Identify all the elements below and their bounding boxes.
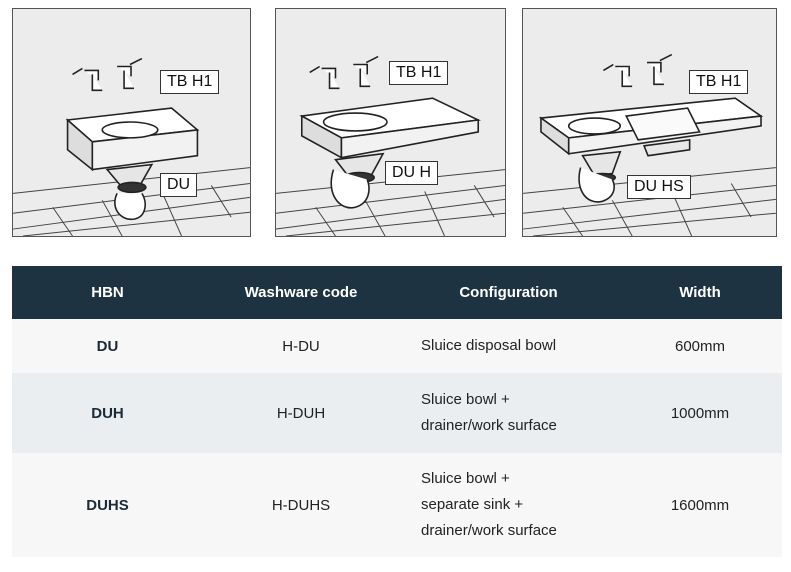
config-line: drainer/work surface: [421, 417, 557, 434]
table-row: DUH H-DUH Sluice bowl + drainer/work sur…: [12, 373, 782, 453]
tap-label: TB H1: [689, 70, 749, 94]
unit-label: DU H: [385, 161, 439, 185]
header-width: Width: [618, 266, 782, 319]
table-row: DUHS H-DUHS Sluice bowl + separate sink …: [12, 453, 782, 557]
illustration-duhs: TB H1 DU HS: [522, 8, 777, 237]
table-row: DU H-DU Sluice disposal bowl 600mm: [12, 319, 782, 373]
cell-width: 600mm: [618, 319, 782, 373]
header-configuration: Configuration: [399, 266, 618, 319]
header-hbn: HBN: [12, 266, 203, 319]
duh-sluice-illustration: [276, 55, 505, 236]
unit-label: DU HS: [627, 175, 691, 199]
config-line: Sluice disposal bowl: [421, 337, 557, 354]
cell-configuration: Sluice bowl + drainer/work surface: [399, 373, 618, 453]
illustration-du: TB H1 DU: [12, 8, 251, 237]
cell-code: H-DUHS: [203, 453, 399, 557]
cell-hbn: DUH: [12, 373, 203, 453]
tap-label: TB H1: [389, 61, 449, 85]
config-line: Sluice bowl +: [421, 391, 510, 408]
table-header-row: HBN Washware code Configuration Width: [12, 266, 782, 319]
cell-code: H-DUH: [203, 373, 399, 453]
cell-code: H-DU: [203, 319, 399, 373]
cell-hbn: DU: [12, 319, 203, 373]
unit-label: DU: [160, 173, 198, 197]
header-washware-code: Washware code: [203, 266, 399, 319]
config-line: drainer/work surface: [421, 522, 557, 539]
cell-width: 1000mm: [618, 373, 782, 453]
cell-configuration: Sluice bowl + separate sink + drainer/wo…: [399, 453, 618, 557]
config-line: Sluice bowl +: [421, 470, 510, 487]
spec-table: HBN Washware code Configuration Width DU…: [12, 266, 782, 557]
illustration-duh: TB H1 DU H: [275, 8, 506, 237]
cell-width: 1600mm: [618, 453, 782, 557]
config-line: separate sink +: [421, 496, 524, 513]
tap-label: TB H1: [160, 70, 220, 94]
cell-configuration: Sluice disposal bowl: [399, 319, 618, 373]
du-sluice-illustration: [13, 57, 250, 236]
cell-hbn: DUHS: [12, 453, 203, 557]
duhs-sluice-illustration: [523, 53, 776, 236]
